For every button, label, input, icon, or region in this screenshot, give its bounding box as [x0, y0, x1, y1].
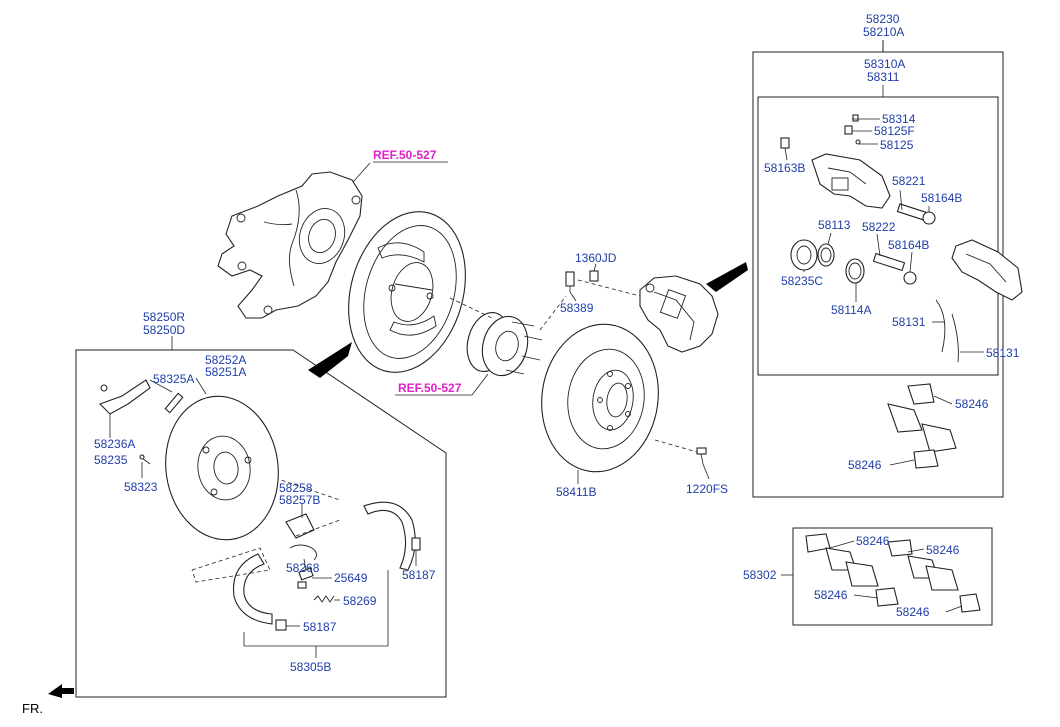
clip-58187-lower — [275, 619, 287, 631]
label-58221: 58221 — [892, 174, 926, 188]
label-1360JD: 1360JD — [575, 251, 617, 265]
label-58269: 58269 — [343, 594, 377, 608]
assembly-lines — [221, 279, 698, 501]
label-1220FS: 1220FS — [686, 482, 728, 496]
shoe-front — [363, 501, 416, 571]
arrow-caliper — [706, 262, 748, 292]
label-58187-right: 58187 — [402, 568, 436, 582]
label-58257B: 58257B — [279, 493, 320, 507]
label-58268: 58268 — [286, 561, 320, 575]
label-58389: 58389 — [560, 301, 594, 315]
ref-label-bottom: REF.50-527 — [398, 381, 462, 395]
guide-bolt-58389 — [565, 271, 575, 292]
label-58252A: 58252A — [205, 353, 246, 367]
boot-58114A — [845, 258, 865, 284]
caliper-housing-58221 — [811, 153, 891, 209]
label-58222: 58222 — [862, 220, 896, 234]
label-58230: 58230 — [866, 12, 900, 26]
adjuster-58258 — [285, 513, 317, 561]
pad-set-upper — [887, 383, 957, 469]
front-direction-arrow-icon — [48, 684, 74, 698]
label-58131-right: 58131 — [986, 346, 1020, 360]
label-58187-lower: 58187 — [303, 620, 337, 634]
nut-1360JD — [589, 270, 599, 282]
pin-58323 — [139, 454, 151, 465]
label-58310A: 58310A — [864, 57, 905, 71]
parking-lever-58236A — [99, 379, 151, 415]
label-58236A: 58236A — [94, 437, 135, 451]
wheel-hub-bearing — [466, 312, 543, 377]
pad-kit-58302 — [805, 533, 981, 613]
label-58125: 58125 — [880, 138, 914, 152]
label-58246-kit-tl: 58246 — [856, 534, 890, 548]
label-58250D: 58250D — [143, 323, 185, 337]
label-58311: 58311 — [867, 70, 900, 84]
label-58246-upper: 58246 — [955, 397, 989, 411]
piston-58235C — [790, 239, 818, 271]
label-58114A: 58114A — [831, 303, 871, 317]
label-58164B-top: 58164B — [921, 191, 962, 205]
front-label: FR. — [22, 701, 43, 716]
ref-label-top: REF.50-527 — [373, 148, 437, 162]
label-58235C: 58235C — [781, 274, 823, 288]
label-58125F: 58125F — [874, 124, 915, 138]
label-58411B: 58411B — [556, 485, 596, 499]
label-58246-kit-bl: 58246 — [814, 588, 848, 602]
piston-seal-58113 — [817, 243, 835, 267]
screw-1220FS — [696, 447, 707, 465]
label-58251A: 58251A — [205, 365, 246, 379]
spring-58268 — [297, 567, 314, 589]
caliper-assembly-frame — [752, 40, 1004, 498]
label-25649: 25649 — [334, 571, 368, 585]
arrow-backing-plate — [308, 342, 352, 378]
label-58250R: 58250R — [143, 310, 185, 324]
label-58246-lower: 58246 — [848, 458, 882, 472]
label-58246-kit-br: 58246 — [896, 605, 930, 619]
label-58163B: 58163B — [764, 161, 805, 175]
label-58235: 58235 — [94, 453, 128, 467]
brake-disc-rotor — [541, 323, 659, 473]
leader-lines — [109, 118, 984, 658]
label-58246-kit-tr: 58246 — [926, 543, 960, 557]
label-58164B-bottom: 58164B — [888, 238, 929, 252]
backing-plate-58251A — [165, 395, 279, 541]
springs-58131 — [935, 299, 959, 363]
label-58113: 58113 — [818, 218, 851, 232]
label-58302: 58302 — [743, 568, 777, 582]
label-58258: 58258 — [279, 481, 313, 495]
bleeder-58125F — [844, 114, 861, 145]
bolt-58163B — [780, 137, 790, 161]
pad-kit-frame — [781, 527, 993, 626]
spring-58269 — [313, 595, 335, 603]
caliper-bracket — [951, 239, 1023, 301]
label-58325A: 58325A — [153, 372, 194, 386]
shoe-rear — [232, 553, 273, 625]
label-58323: 58323 — [124, 480, 158, 494]
brake-backing-plate-assembly — [348, 211, 466, 373]
parking-dashed-lines — [191, 519, 341, 583]
steering-knuckle — [217, 171, 363, 319]
label-58305B: 58305B — [290, 660, 331, 674]
label-58210A: 58210A — [863, 25, 904, 39]
guide-pin-58222 — [872, 252, 917, 285]
label-58131-left: 58131 — [892, 315, 926, 329]
strut-58325A — [164, 392, 184, 414]
clip-58187-right — [411, 537, 421, 551]
label-58314: 58314 — [882, 112, 916, 126]
parking-brake-frame — [75, 336, 447, 698]
caliper-assembly — [639, 275, 719, 353]
